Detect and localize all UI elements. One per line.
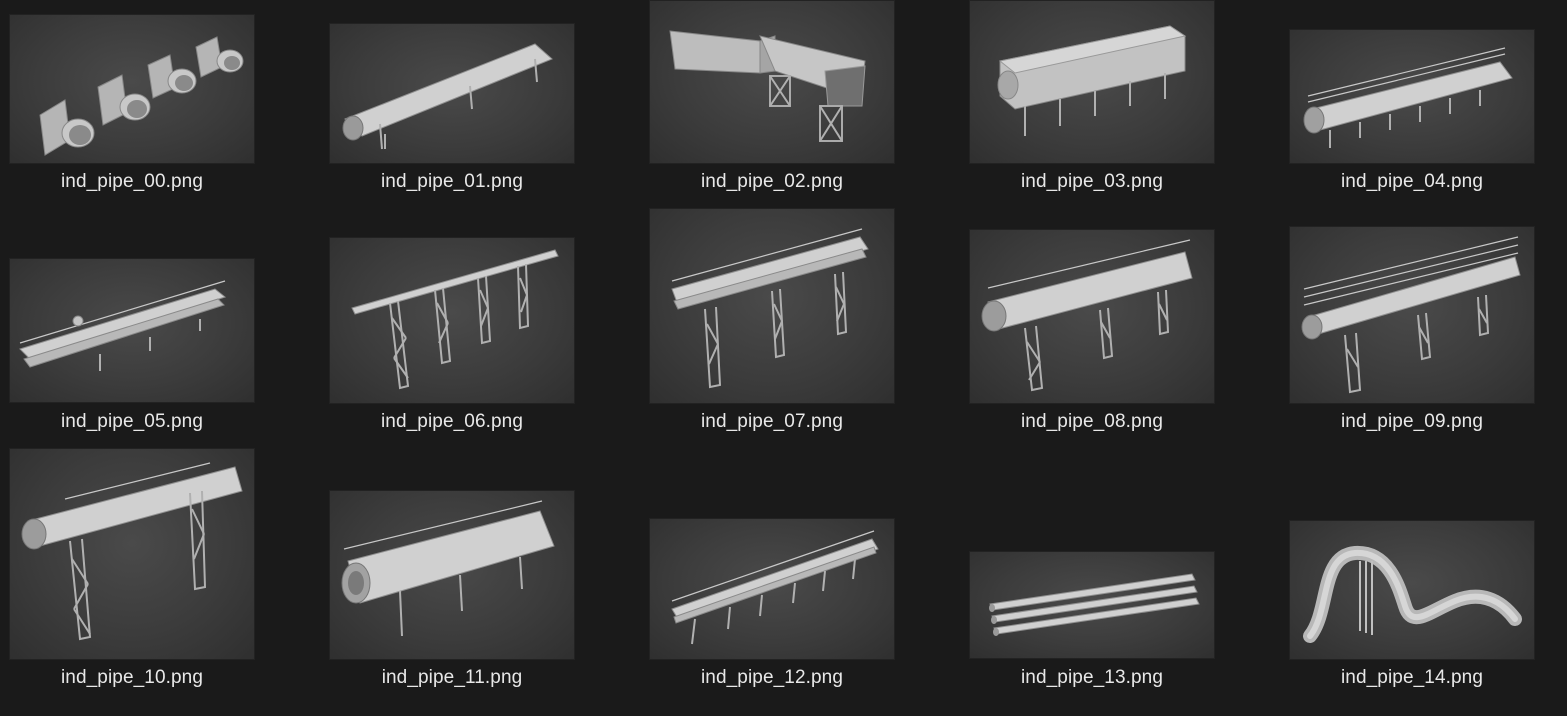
file-name-label: ind_pipe_11.png [381, 667, 523, 688]
pipe-ribbed-thumbnail [1290, 30, 1534, 163]
pipe-curved-thumbnail [1290, 521, 1534, 659]
pipe-rack-thumbnail [330, 238, 574, 403]
file-name-label: ind_pipe_04.png [1340, 171, 1484, 192]
pipe-rack-bundle-thumbnail [650, 209, 894, 403]
file-name-label: ind_pipe_09.png [1340, 411, 1484, 432]
file-name-label: ind_pipe_02.png [700, 171, 844, 192]
file-name-label: ind_pipe_03.png [1020, 171, 1164, 192]
pipe-large-rack-thumbnail [970, 230, 1214, 403]
file-name-label: ind_pipe_12.png [700, 667, 844, 688]
file-name-label: ind_pipe_13.png [1020, 667, 1164, 688]
pipe-enclosed-thumbnail [970, 1, 1214, 163]
file-name-label: ind_pipe_00.png [60, 171, 204, 192]
pipe-long-rack-thumbnail [650, 519, 894, 659]
file-name-label: ind_pipe_08.png [1020, 411, 1164, 432]
pipe-single-support-thumbnail [330, 24, 574, 163]
file-name-label: ind_pipe_06.png [380, 411, 524, 432]
file-name-label: ind_pipe_01.png [380, 171, 524, 192]
pipe-triple-thumbnail [970, 552, 1214, 658]
pipe-flanges-thumbnail [10, 15, 254, 163]
pipe-gantry-thumbnail [10, 449, 254, 659]
file-name-label: ind_pipe_14.png [1340, 667, 1484, 688]
file-name-label: ind_pipe_10.png [60, 667, 204, 688]
duct-bend-thumbnail [650, 1, 894, 163]
pipe-walkway-thumbnail [1290, 227, 1534, 403]
file-name-label: ind_pipe_07.png [700, 411, 844, 432]
file-name-label: ind_pipe_05.png [60, 411, 204, 432]
pipe-tank-thumbnail [330, 491, 574, 659]
pipe-bundle-low-thumbnail [10, 259, 254, 402]
